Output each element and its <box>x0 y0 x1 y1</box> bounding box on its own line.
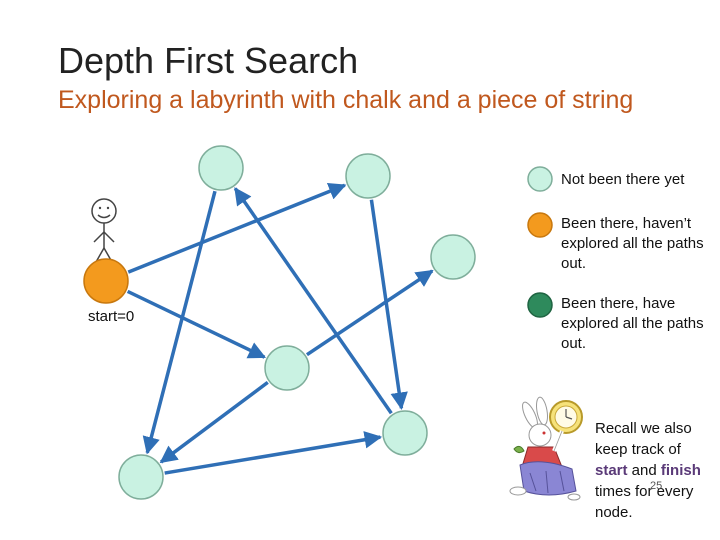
legend-label-done: Been there, have explored all the paths … <box>561 295 704 352</box>
recall-start-word: start <box>595 462 628 479</box>
graph-node-n3 <box>430 234 476 280</box>
legend-swatch-unvisited <box>527 166 553 192</box>
recall-note: Recall we also keep track of start and f… <box>595 418 715 523</box>
graph-edge-n4-n6 <box>159 380 269 464</box>
graph-node-n2 <box>345 153 391 199</box>
graph-edge-n2-n5 <box>369 199 408 410</box>
graph-edge-n4-n3 <box>305 269 434 357</box>
page-number: 25 <box>650 480 663 492</box>
graph-edge-n0-n2 <box>127 183 347 274</box>
legend-swatch-done <box>527 292 553 318</box>
slide-subtitle: Exploring a labyrinth with chalk and a p… <box>58 86 634 114</box>
stick-figure-icon <box>91 198 117 263</box>
slide-title: Depth First Search <box>58 40 359 81</box>
graph-node-n1 <box>198 145 244 191</box>
graph-node-n6 <box>118 454 164 500</box>
graph-node-n0 <box>83 258 129 304</box>
recall-text-3: times for every node. <box>595 483 694 521</box>
start-label: start=0 <box>88 308 135 325</box>
legend-label-unvisited: Not been there yet <box>561 171 685 188</box>
recall-finish-word: finish <box>660 462 701 479</box>
recall-text-1: Recall we also keep track of <box>595 420 692 458</box>
graph-node-n4 <box>264 345 310 391</box>
graph-edge-n1-n6 <box>142 190 217 455</box>
graph-edge-n5-n1 <box>233 187 393 415</box>
legend-label-in-progress: Been there, haven’t explored all the pat… <box>561 215 704 272</box>
graph-node-n5 <box>382 410 428 456</box>
graph-edge-n6-n5 <box>164 431 383 475</box>
graph-edge-n0-n4 <box>126 289 267 359</box>
white-rabbit-icon <box>509 396 583 501</box>
recall-text-2: and <box>627 462 661 479</box>
legend-swatch-in-progress <box>527 212 553 238</box>
